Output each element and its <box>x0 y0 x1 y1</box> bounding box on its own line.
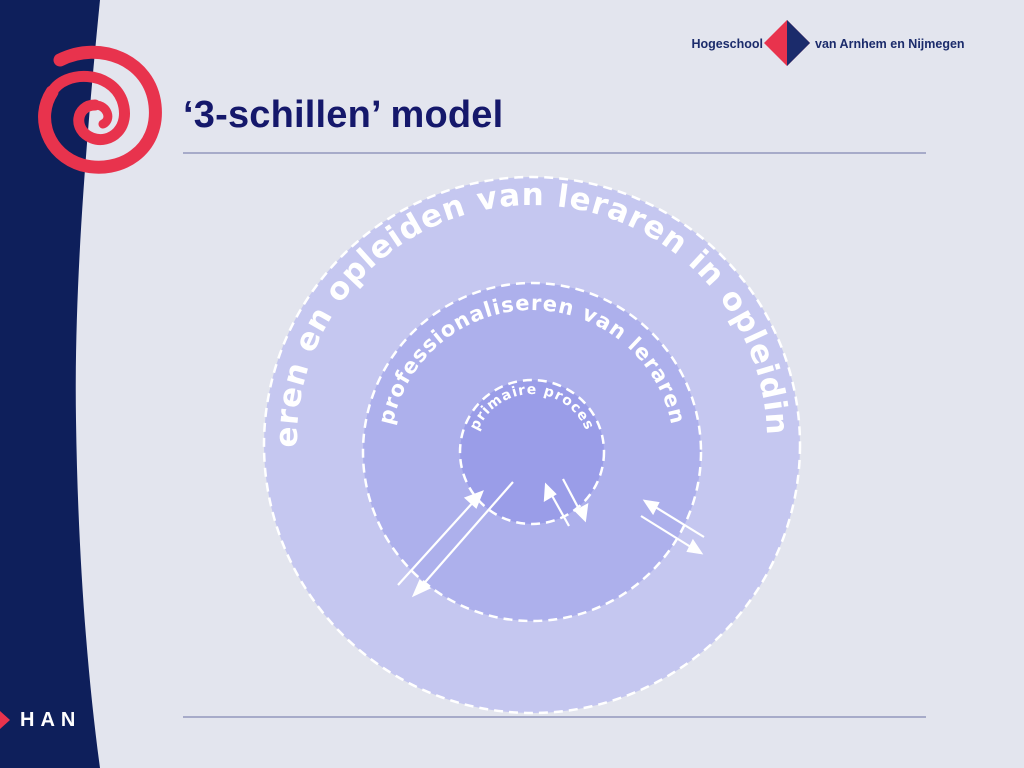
han-logo-diamond <box>764 20 810 66</box>
arrow-inner-in-head <box>543 482 557 503</box>
arrow-long-in-head <box>411 579 432 598</box>
title-divider <box>183 152 926 154</box>
navy-sidebar <box>0 0 100 768</box>
interaction-arrows <box>397 478 705 598</box>
logo-location-text: van Arnhem en Nijmegen <box>815 37 965 51</box>
arrow-outer-in-head <box>642 499 660 516</box>
logo-hogeschool-text: Hogeschool <box>691 37 763 51</box>
arrow-long-in <box>419 481 514 589</box>
arrow-long-out-head <box>463 490 484 509</box>
han-mark-triangle <box>0 711 10 729</box>
arrow-outer-out-head <box>686 538 704 555</box>
arrow-inner-in <box>549 491 570 527</box>
slide-title: ‘3-schillen’ model <box>183 94 504 136</box>
footer-divider <box>183 716 926 718</box>
arrow-inner-out <box>562 478 582 514</box>
arrow-outer-out <box>640 515 695 550</box>
inner-circle <box>458 378 606 526</box>
han-brand-text: HAN <box>20 709 82 731</box>
spiral-logo <box>38 45 162 174</box>
arrow-long-out <box>397 498 477 586</box>
arrow-inner-out-head <box>574 502 589 523</box>
arrow-outer-in <box>651 504 705 538</box>
